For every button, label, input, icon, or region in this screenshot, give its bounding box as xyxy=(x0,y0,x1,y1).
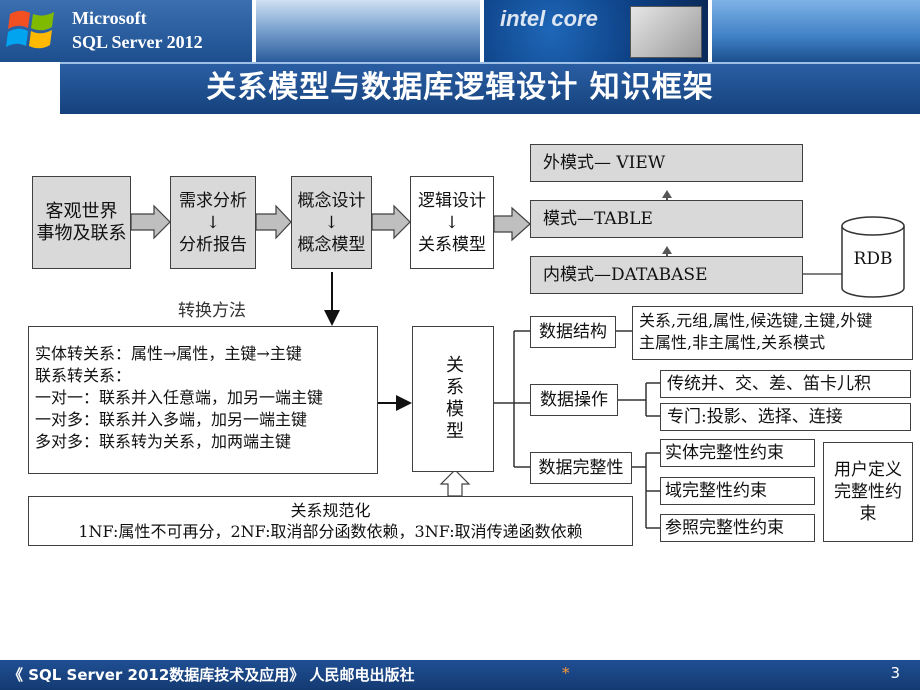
branch-structure: 数据结构 xyxy=(530,316,616,348)
banner-photo-sky xyxy=(256,0,480,62)
brand-product: SQL Server 2012 xyxy=(72,32,203,52)
normalization-text: 1NF:属性不可再分，2NF:取消部分函数依赖，3NF:取消传递函数依赖 xyxy=(78,522,583,541)
rule-one-to-one: 一对一：联系并入任意端，加另一端主键 xyxy=(35,388,324,407)
flow-conceptual: 概念设计↓概念模型 xyxy=(291,176,372,269)
down-arrow-icon: ↓ xyxy=(444,212,460,233)
down-arrow-icon: ↓ xyxy=(324,212,339,233)
external-schema-box: 外模式— VIEW xyxy=(530,144,803,182)
flow-logical-line1: 逻辑设计 xyxy=(418,190,486,211)
internal-schema-box: 内模式—DATABASE xyxy=(530,256,803,294)
down-arrow-icon: ↓ xyxy=(205,212,221,233)
rule-entity: 实体转关系：属性→属性，主键→主键 xyxy=(35,344,302,363)
conversion-label: 转换方法 xyxy=(178,301,246,321)
flow-conceptual-line2: 概念模型 xyxy=(297,234,366,255)
banner-photo-building xyxy=(712,0,920,62)
brand-microsoft: Microsoft xyxy=(72,8,147,28)
windows-logo-icon xyxy=(6,10,54,49)
structure-detail-box: 关系,元组,属性,候选键,主键,外键 主属性,非主属性,关系模式 xyxy=(632,306,913,360)
flow-conceptual-line1: 概念设计 xyxy=(297,190,366,211)
footer-book-title: 《 SQL Server 2012数据库技术及应用》 人民邮电出版社 xyxy=(8,666,415,684)
integrity-user-defined: 用户定义完整性约束 xyxy=(823,442,913,542)
rdb-cylinder xyxy=(841,216,905,298)
flow-requirements: 需求分析↓分析报告 xyxy=(170,176,256,269)
intel-logo: intel core xyxy=(500,6,598,31)
structure-detail-line2: 主属性,非主属性,关系模式 xyxy=(639,333,826,352)
operations-traditional: 传统并、交、差、笛卡儿积 xyxy=(660,370,911,398)
integrity-entity: 实体完整性约束 xyxy=(660,439,815,467)
operations-special: 专门:投影、选择、连接 xyxy=(660,403,911,431)
cpu-chip-image xyxy=(630,6,702,58)
branch-operations: 数据操作 xyxy=(530,384,618,416)
flow-logical-line2: 关系模型 xyxy=(418,234,486,255)
flow-real-world-line2: 事物及联系 xyxy=(36,222,127,244)
logo-panel xyxy=(0,0,252,62)
integrity-referential: 参照完整性约束 xyxy=(660,514,815,542)
footer-bar xyxy=(0,660,920,690)
rule-many-to-many: 多对多：联系转为关系，加两端主键 xyxy=(35,432,292,451)
branch-integrity: 数据完整性 xyxy=(530,452,632,484)
slide-title: 关系模型与数据库逻辑设计 知识框架 xyxy=(206,70,714,105)
flow-requirements-line2: 分析报告 xyxy=(179,234,247,255)
schema-box: 模式—TABLE xyxy=(530,200,803,238)
flow-real-world: 客观世界事物及联系 xyxy=(32,176,131,269)
rule-one-to-many: 一对多：联系并入多端，加另一端主键 xyxy=(35,410,308,429)
title-bar xyxy=(60,62,920,114)
flow-requirements-line1: 需求分析 xyxy=(179,190,247,211)
footer-star: * xyxy=(562,664,570,682)
integrity-domain: 域完整性约束 xyxy=(660,477,815,505)
relational-model-box: 关系模型 xyxy=(412,326,494,472)
flow-real-world-line1: 客观世界 xyxy=(45,200,118,222)
flow-logical: 逻辑设计↓关系模型 xyxy=(410,176,494,269)
structure-detail-line1: 关系,元组,属性,候选键,主键,外键 xyxy=(639,311,873,330)
conversion-rules-box: 实体转关系：属性→属性，主键→主键 联系转关系： 一对一：联系并入任意端，加另一… xyxy=(28,326,378,474)
page-number: 3 xyxy=(890,664,900,682)
normalization-title: 关系规范化 xyxy=(290,501,371,520)
rdb-label: RDB xyxy=(853,249,893,269)
normalization-box: 关系规范化 1NF:属性不可再分，2NF:取消部分函数依赖，3NF:取消传递函数… xyxy=(28,496,633,546)
rule-relationship: 联系转关系： xyxy=(35,366,132,385)
